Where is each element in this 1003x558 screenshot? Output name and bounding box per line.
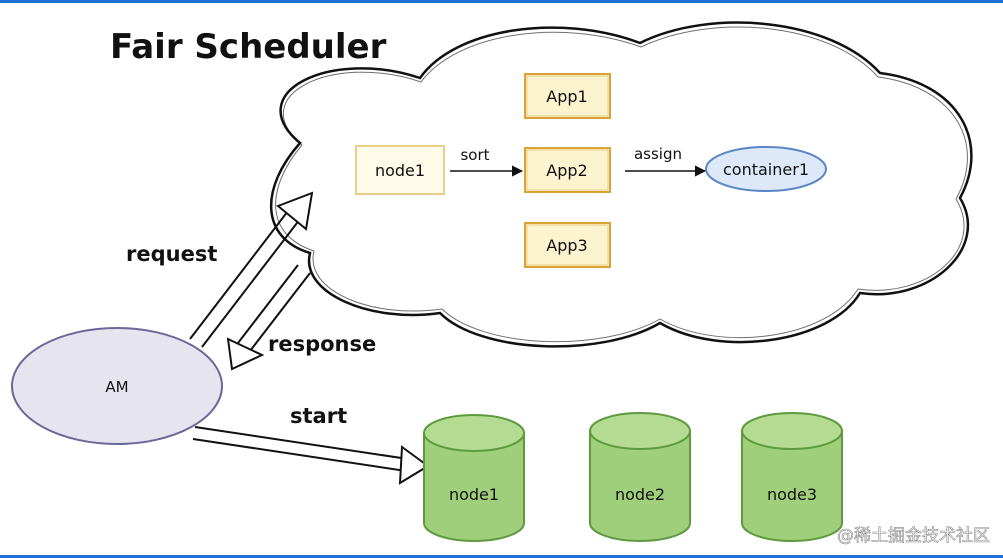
am-ellipse: AM	[11, 327, 223, 445]
request-label: request	[126, 242, 217, 266]
response-label: response	[268, 332, 376, 356]
app1-box: App1	[524, 73, 611, 119]
container1-ellipse: container1	[705, 146, 827, 192]
response-arrow	[226, 264, 311, 371]
assign-label: assign	[634, 145, 682, 163]
app3-label: App3	[546, 236, 587, 255]
app1-label: App1	[546, 87, 587, 106]
node2-label: node2	[615, 485, 665, 504]
app3-box: App3	[524, 222, 611, 268]
request-arrow	[189, 191, 314, 348]
node2-cylinder: node2	[589, 412, 691, 542]
scheduler-node1-label: node1	[375, 161, 425, 180]
app2-label: App2	[546, 161, 587, 180]
node3-label: node3	[767, 485, 817, 504]
diagram-title: Fair Scheduler	[110, 27, 387, 67]
am-label: AM	[105, 378, 128, 396]
node3-cylinder: node3	[741, 412, 843, 542]
diagram-svg: Fair Scheduler node1 sort App1 App2 App3…	[11, 21, 990, 546]
scheduler-node1-box: node1	[355, 145, 445, 195]
scheduler-cloud	[269, 21, 973, 348]
container1-label: container1	[723, 160, 809, 179]
start-arrow	[192, 426, 430, 485]
watermark: @稀土掘金技术社区	[837, 526, 990, 546]
node1-cylinder: node1	[423, 414, 525, 542]
sort-label: sort	[460, 146, 489, 164]
app2-box: App2	[524, 147, 611, 193]
node1-label: node1	[449, 485, 499, 504]
start-label: start	[290, 404, 347, 428]
